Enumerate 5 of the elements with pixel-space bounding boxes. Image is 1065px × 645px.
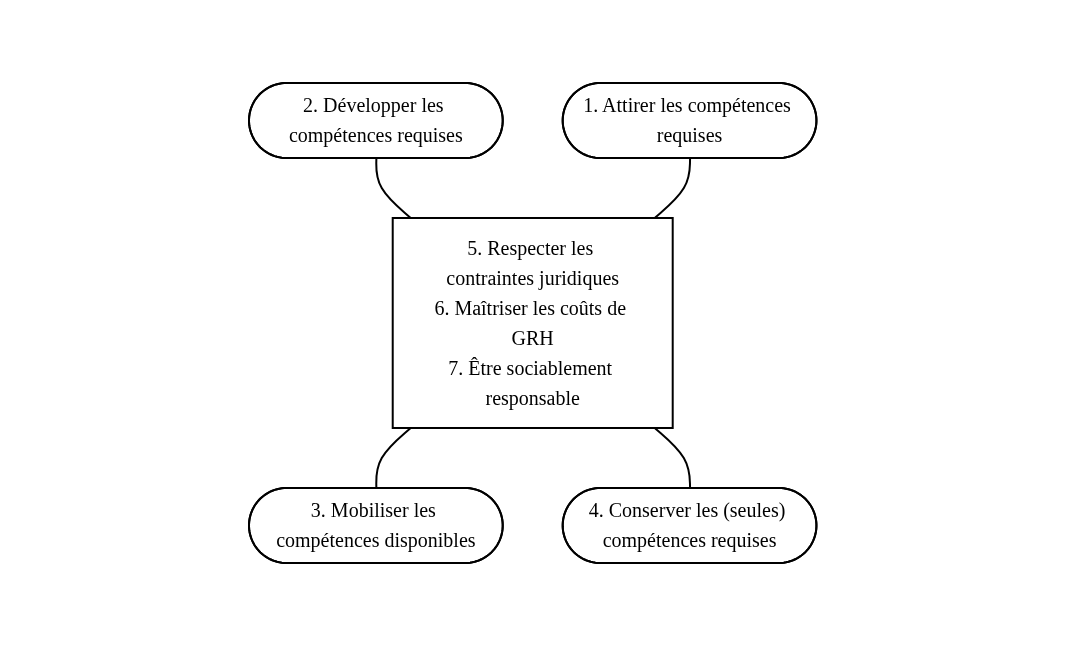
- node-box: 5. Respecter les contraintes juridiques 6. Maîtriser les coûts de GRH 7. Être sociablement responsable: [391, 216, 674, 429]
- connector: [375, 157, 412, 219]
- connector: [653, 157, 691, 219]
- connector: [375, 426, 412, 489]
- connector: [653, 426, 691, 489]
